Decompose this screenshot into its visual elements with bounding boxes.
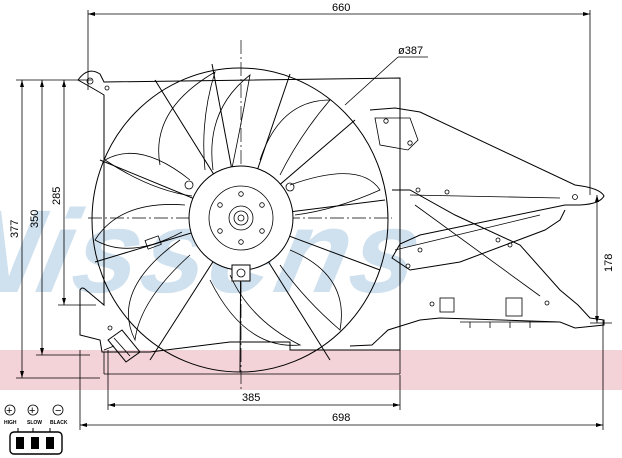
svg-text:+: + [29,405,35,417]
dimension-660-label: 660 [332,2,350,14]
dimension-285-label: 285 [51,187,63,205]
dimension-fan-diameter: ø387 [344,45,428,106]
dimension-350-label: 350 [29,210,41,228]
fan-blades [94,71,381,346]
dimension-350: 350 [29,80,90,356]
dimension-698-label: 698 [332,412,350,424]
dimension-698: 698 [79,320,604,430]
dimension-377-label: 377 [9,220,21,238]
dimension-377: 377 [9,79,100,379]
svg-text:+: + [6,405,12,417]
pin-black-label: BLACK [50,420,68,426]
shroud-connector [103,329,141,363]
dimension-285: 285 [51,80,96,306]
dimension-385: 385 [107,350,401,410]
dimension-178-label: 178 [603,254,615,272]
connector-plug-icon [9,428,63,455]
pin-high: + HIGH [4,404,17,426]
motor-hub [184,165,295,282]
pin-slow-label: SLOW [27,420,42,426]
pin-slow: + SLOW [27,404,42,426]
watermark-band [0,350,622,390]
dimension-660: 660 [87,2,591,195]
fan-shroud [77,70,401,375]
pin-high-label: HIGH [4,420,17,426]
mounting-bracket [349,107,605,347]
dimension-178: 178 [590,195,615,324]
fan-impeller [91,63,389,373]
dimension-385-label: 385 [242,392,260,404]
pin-black: − BLACK [50,404,68,426]
dimension-fan-diameter-label: ø387 [398,45,423,57]
svg-text:−: − [55,405,61,417]
connector-legend: + HIGH + SLOW − BLACK [4,404,68,455]
